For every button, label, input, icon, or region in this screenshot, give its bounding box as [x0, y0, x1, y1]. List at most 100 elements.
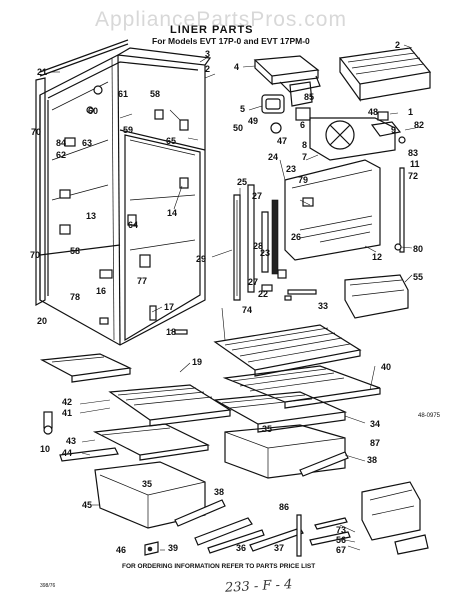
diagram-title: LINER PARTS — [170, 24, 254, 36]
light-assembly — [261, 81, 313, 134]
watermark-text: AppliancePartsPros.com — [95, 8, 347, 31]
callout-33: 33 — [318, 301, 328, 311]
door-bin — [361, 481, 421, 541]
crisper-drawer-87 — [224, 424, 346, 479]
callout-72: 72 — [408, 171, 418, 181]
callout-29: 29 — [196, 254, 206, 264]
callout-45: 45 — [82, 500, 92, 510]
freezer-shelf-assembly — [338, 47, 432, 102]
callout-1: 1 — [408, 107, 413, 117]
callout-58b: 58 — [70, 246, 80, 256]
callout-86: 86 — [279, 502, 289, 512]
callout-8: 8 — [302, 140, 307, 150]
callout-2a: 2 — [205, 64, 210, 74]
callout-46: 46 — [116, 545, 126, 555]
callout-87: 87 — [370, 438, 380, 448]
callout-38b: 38 — [214, 487, 224, 497]
callout-47: 47 — [277, 136, 287, 146]
reference-code: 48-0975 — [418, 413, 441, 419]
callout-64: 64 — [128, 220, 138, 230]
callout-62: 62 — [56, 150, 66, 160]
callout-3: 3 — [205, 49, 210, 59]
callout-37: 37 — [274, 543, 284, 553]
callout-55: 55 — [413, 272, 423, 282]
trim-strip-39 — [194, 517, 253, 546]
callout-70b: 70 — [30, 250, 40, 260]
shelf-34 — [213, 391, 348, 433]
door-bin-clip — [394, 534, 429, 555]
strip-56 — [309, 531, 351, 546]
spacer-22 — [261, 284, 273, 292]
print-code: 398/76 — [40, 583, 56, 589]
callout-84: 84 — [56, 138, 66, 148]
callout-11: 11 — [410, 159, 420, 169]
callout-25: 25 — [237, 177, 247, 187]
callout-12: 12 — [372, 252, 382, 262]
callout-63: 63 — [82, 138, 92, 148]
callout-6: 6 — [300, 120, 305, 130]
callout-60: 60 — [88, 106, 98, 116]
pan-cover-43 — [92, 423, 211, 461]
callout-14: 14 — [167, 208, 177, 218]
callout-35b: 35 — [142, 479, 152, 489]
cabinet-liner — [35, 39, 212, 346]
callout-73: 73 — [336, 525, 346, 535]
callout-49: 49 — [248, 116, 258, 126]
callout-23b: 23 — [260, 248, 270, 258]
callout-26: 26 — [291, 232, 301, 242]
callout-34: 34 — [370, 419, 380, 429]
callout-58a: 58 — [150, 89, 160, 99]
callout-17: 17 — [164, 302, 174, 312]
callout-70a: 70 — [31, 127, 41, 137]
callout-22: 22 — [258, 289, 268, 299]
callout-19: 19 — [192, 357, 202, 367]
callout-27b: 27 — [248, 277, 258, 287]
callout-67: 67 — [336, 545, 346, 555]
glass-shelf-40 — [222, 365, 381, 409]
callout-39: 39 — [168, 543, 178, 553]
callout-85: 85 — [304, 92, 314, 102]
trim-strip-37 — [249, 527, 304, 552]
evaporator-cover — [284, 159, 381, 261]
callout-38a: 38 — [367, 455, 377, 465]
callout-13: 13 — [86, 211, 96, 221]
callout-40: 40 — [381, 362, 391, 372]
callout-7: 7 — [302, 152, 307, 162]
callout-20: 20 — [37, 316, 47, 326]
callout-74: 74 — [242, 305, 252, 315]
rod-86 — [296, 514, 302, 557]
strip-73 — [314, 517, 348, 530]
hardware-33 — [284, 289, 317, 301]
wire-shelf-74 — [213, 324, 362, 377]
trim-strip-38a — [299, 451, 349, 477]
callout-35a: 35 — [262, 424, 272, 434]
callout-50: 50 — [233, 123, 243, 133]
meat-pan-cover-42 — [39, 353, 133, 383]
diagram-subtitle: For Models EVT 17P-0 and EVT 17PM-0 — [152, 36, 310, 46]
shelf-support-rails — [233, 184, 287, 301]
hinge-10 — [43, 411, 53, 435]
callout-23a: 23 — [286, 164, 296, 174]
callout-41: 41 — [62, 408, 72, 418]
callout-61: 61 — [118, 89, 128, 99]
ice-tray — [253, 55, 321, 93]
callout-48: 48 — [368, 107, 378, 117]
callout-65: 65 — [166, 136, 176, 146]
callout-82: 82 — [414, 120, 424, 130]
drain-strip — [399, 167, 405, 253]
callout-labels: 21 3 2 4 2 70 61 58 60 59 84 62 63 65 85… — [30, 40, 424, 555]
shelf-41 — [108, 384, 232, 427]
callout-27a: 27 — [252, 191, 262, 201]
callout-10: 10 — [40, 444, 50, 454]
callout-80: 80 — [413, 244, 423, 254]
screw-80 — [394, 243, 413, 251]
fan-assembly — [309, 111, 406, 161]
callout-78: 78 — [70, 292, 80, 302]
dairy-bin — [344, 274, 409, 319]
callout-44: 44 — [62, 448, 72, 458]
callout-56: 56 — [336, 535, 346, 545]
callout-79: 79 — [298, 175, 308, 185]
callout-24: 24 — [268, 152, 278, 162]
callout-5: 5 — [240, 104, 245, 114]
